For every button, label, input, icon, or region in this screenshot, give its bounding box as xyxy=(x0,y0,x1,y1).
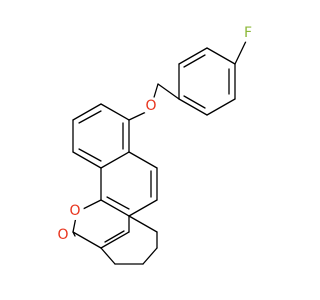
benzylic-bond xyxy=(157,83,180,100)
carbonyl-bond-1 xyxy=(72,231,76,237)
ether-bond-2 xyxy=(128,111,147,121)
ring-oxygen-label: O xyxy=(69,203,80,219)
fluorine-label: F xyxy=(244,25,252,41)
ether-oxygen-atom: O xyxy=(142,97,160,115)
carbonyl-oxygen-atom: O xyxy=(54,226,72,244)
carbonyl-oxygen-label: O xyxy=(57,227,68,243)
fluorine-atom: F xyxy=(239,24,257,42)
ether-oxygen-label: O xyxy=(145,98,156,114)
molecule-structure: F O O O xyxy=(54,24,257,265)
ring-oxygen-atom: O xyxy=(66,202,84,220)
benzo-ring-upper xyxy=(72,103,130,169)
fluorophenyl-ring xyxy=(178,47,236,116)
bond-layer xyxy=(65,36,249,265)
benzo-ring-middle xyxy=(100,151,158,217)
cyclohexene-ring xyxy=(100,215,158,265)
heteroatom-layer: F O O O xyxy=(54,24,257,244)
